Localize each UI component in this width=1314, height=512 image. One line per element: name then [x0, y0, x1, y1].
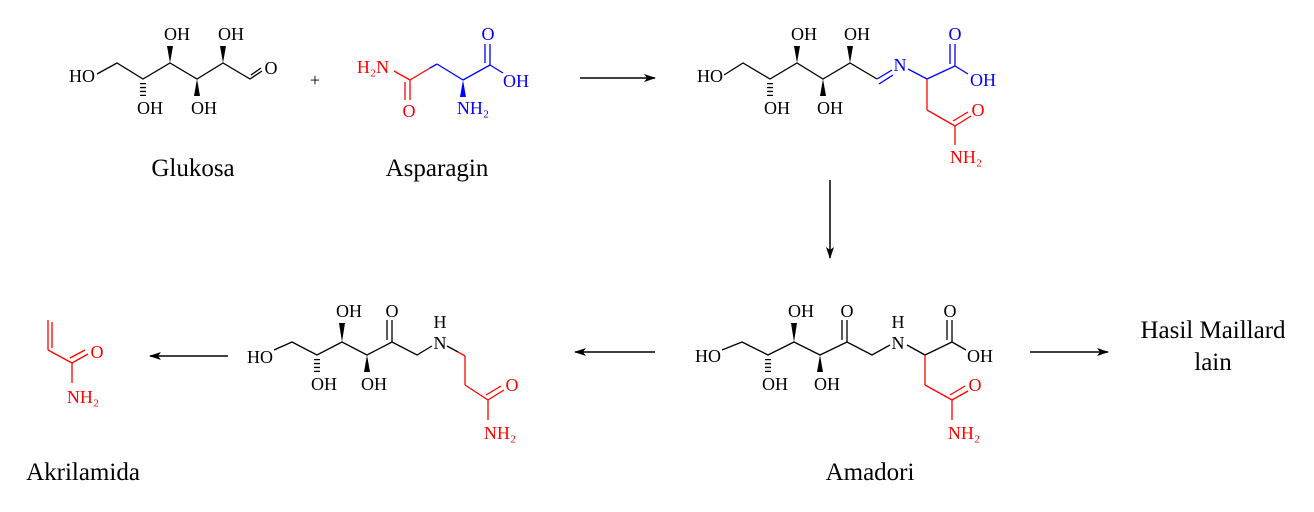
atom-label: OH [814, 374, 840, 394]
atom-label: O [482, 24, 495, 44]
atom-label: OH [817, 98, 843, 118]
atom-label: O [265, 58, 278, 78]
atom-label: OH [191, 98, 217, 118]
atom-label: HO [697, 66, 723, 86]
atom-label: H [434, 312, 447, 332]
atom-label: O [403, 101, 416, 121]
acrylamide-structure: O NH₂ [47, 320, 104, 407]
other-products-label: lain [1194, 349, 1232, 376]
atom-label: NH₂ [457, 98, 489, 118]
amadori-structure: HO OH OH OH O H N O OH O NH₂ [695, 301, 993, 443]
atom-label: OH [336, 301, 362, 321]
atom-label: OH [788, 301, 814, 321]
atom-label: OH [967, 346, 993, 366]
atom-label: HO [247, 347, 273, 367]
atom-label: O [91, 342, 104, 362]
atom-label: OH [844, 24, 870, 44]
atom-label: OH [762, 374, 788, 394]
glucose-label: Glukosa [151, 155, 234, 182]
atom-label: OH [970, 70, 996, 90]
atom-label: OH [791, 24, 817, 44]
atom-label: OH [311, 374, 337, 394]
atom-label: NH₂ [948, 423, 980, 443]
glucose-structure: HO OH OH OH OH O [69, 24, 278, 118]
atom-label: NH₂ [484, 423, 516, 443]
atom-label: HO [695, 346, 721, 366]
atom-label: O [506, 375, 519, 395]
asparagine-label: Asparagin [386, 155, 489, 182]
atom-label: O [944, 301, 957, 321]
atom-label: O [972, 100, 985, 120]
atom-label: O [386, 301, 399, 321]
atom-label: OH [137, 98, 163, 118]
atom-label: OH [503, 71, 529, 91]
atom-label: NH₂ [67, 387, 99, 407]
atom-label: H [892, 312, 905, 332]
atom-label: N [434, 333, 447, 353]
atom-label: O [949, 24, 962, 44]
decarboxylated-intermediate-structure: HO OH OH OH O H N O NH₂ [247, 301, 519, 443]
acrylamide-label: Akrilamida [26, 459, 140, 486]
other-products-label: Hasil Maillard [1140, 317, 1286, 344]
atom-label: N [892, 333, 905, 353]
atom-label: NH₂ [950, 147, 982, 167]
atom-label: O [969, 375, 982, 395]
plus-sign: + [310, 70, 320, 90]
atom-label: OH [361, 374, 387, 394]
atom-label: OH [164, 24, 190, 44]
atom-label: OH [764, 98, 790, 118]
atom-label: N [894, 55, 907, 75]
amadori-label: Amadori [826, 459, 915, 486]
atom-label: OH [218, 24, 244, 44]
schiff-base-structure: HO OH OH OH OH N O OH O NH₂ [697, 24, 996, 167]
atom-label: H₂N [357, 57, 389, 77]
asparagine-structure: H₂N O NH₂ O OH [357, 24, 529, 121]
atom-label: HO [69, 66, 95, 86]
atom-label: O [841, 301, 854, 321]
